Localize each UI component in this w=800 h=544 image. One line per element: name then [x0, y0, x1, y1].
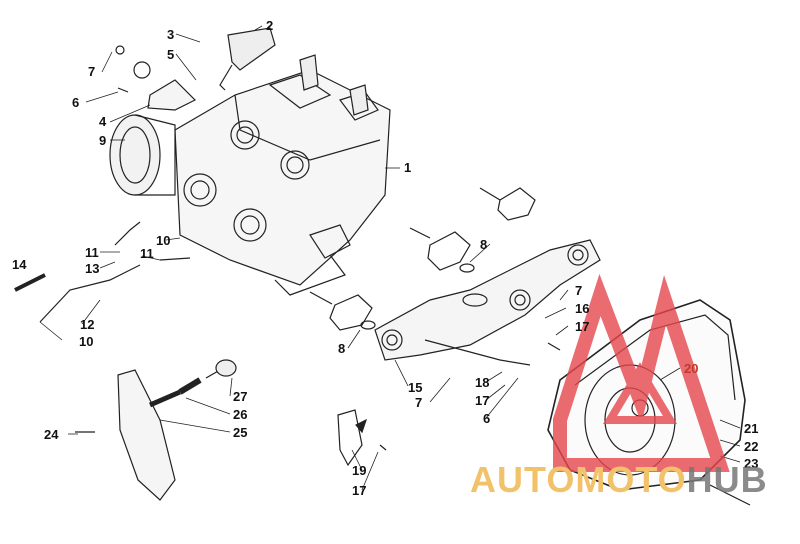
bolts [75, 187, 751, 506]
callout-26: 26 [233, 407, 248, 422]
callout-7: 7 [88, 64, 96, 79]
callout-15: 15 [408, 380, 423, 395]
callout-14: 14 [12, 257, 27, 272]
callout-13: 13 [85, 261, 100, 276]
support-plate [117, 359, 237, 501]
callout-12: 12 [80, 317, 95, 332]
callout-17: 17 [575, 319, 590, 334]
starter-handle [219, 27, 276, 91]
callout-21: 21 [744, 421, 759, 436]
callout-10: 10 [79, 334, 94, 349]
watermark-logo-icon [553, 273, 730, 472]
watermark-text-part2: HUB [686, 459, 768, 500]
watermark-text-part1: AUTOMOTO [470, 459, 687, 500]
callout-19: 19 [352, 463, 367, 478]
callout-11: 11 [140, 246, 154, 261]
small-bracket [337, 409, 368, 467]
callout-11: 11 [85, 245, 99, 260]
watermark-text: AUTOMOTOHUB [470, 462, 768, 498]
callout-3: 3 [167, 27, 175, 42]
callout-22: 22 [744, 439, 759, 454]
callout-10: 10 [156, 233, 171, 248]
callout-23: 23 [744, 456, 759, 471]
callout-9: 9 [99, 133, 107, 148]
callout-6: 6 [483, 411, 491, 426]
callout-5: 5 [167, 47, 175, 62]
callout-16: 16 [575, 301, 590, 316]
callout-2: 2 [266, 18, 274, 33]
callout-25: 25 [233, 425, 248, 440]
callout-24: 24 [44, 427, 59, 442]
callout-7: 7 [575, 283, 583, 298]
callout-17: 17 [352, 483, 367, 498]
callout-8: 8 [480, 237, 488, 252]
callout-17: 17 [475, 393, 490, 408]
mount-pads [329, 187, 536, 331]
recoil-starter [109, 114, 176, 196]
callout-7: 7 [415, 395, 423, 410]
callout-18: 18 [475, 375, 490, 390]
leader-lines [39, 25, 741, 491]
callout-1: 1 [404, 160, 412, 175]
bracket-assembly [115, 45, 197, 111]
callout-6: 6 [72, 95, 80, 110]
cable-and-spring [14, 221, 191, 323]
engine-block [174, 54, 391, 296]
callout-4: 4 [99, 114, 107, 129]
callout-8: 8 [338, 341, 346, 356]
callout-20: 20 [684, 361, 699, 376]
callout-27: 27 [233, 389, 248, 404]
engine-mount-plate [374, 239, 601, 366]
